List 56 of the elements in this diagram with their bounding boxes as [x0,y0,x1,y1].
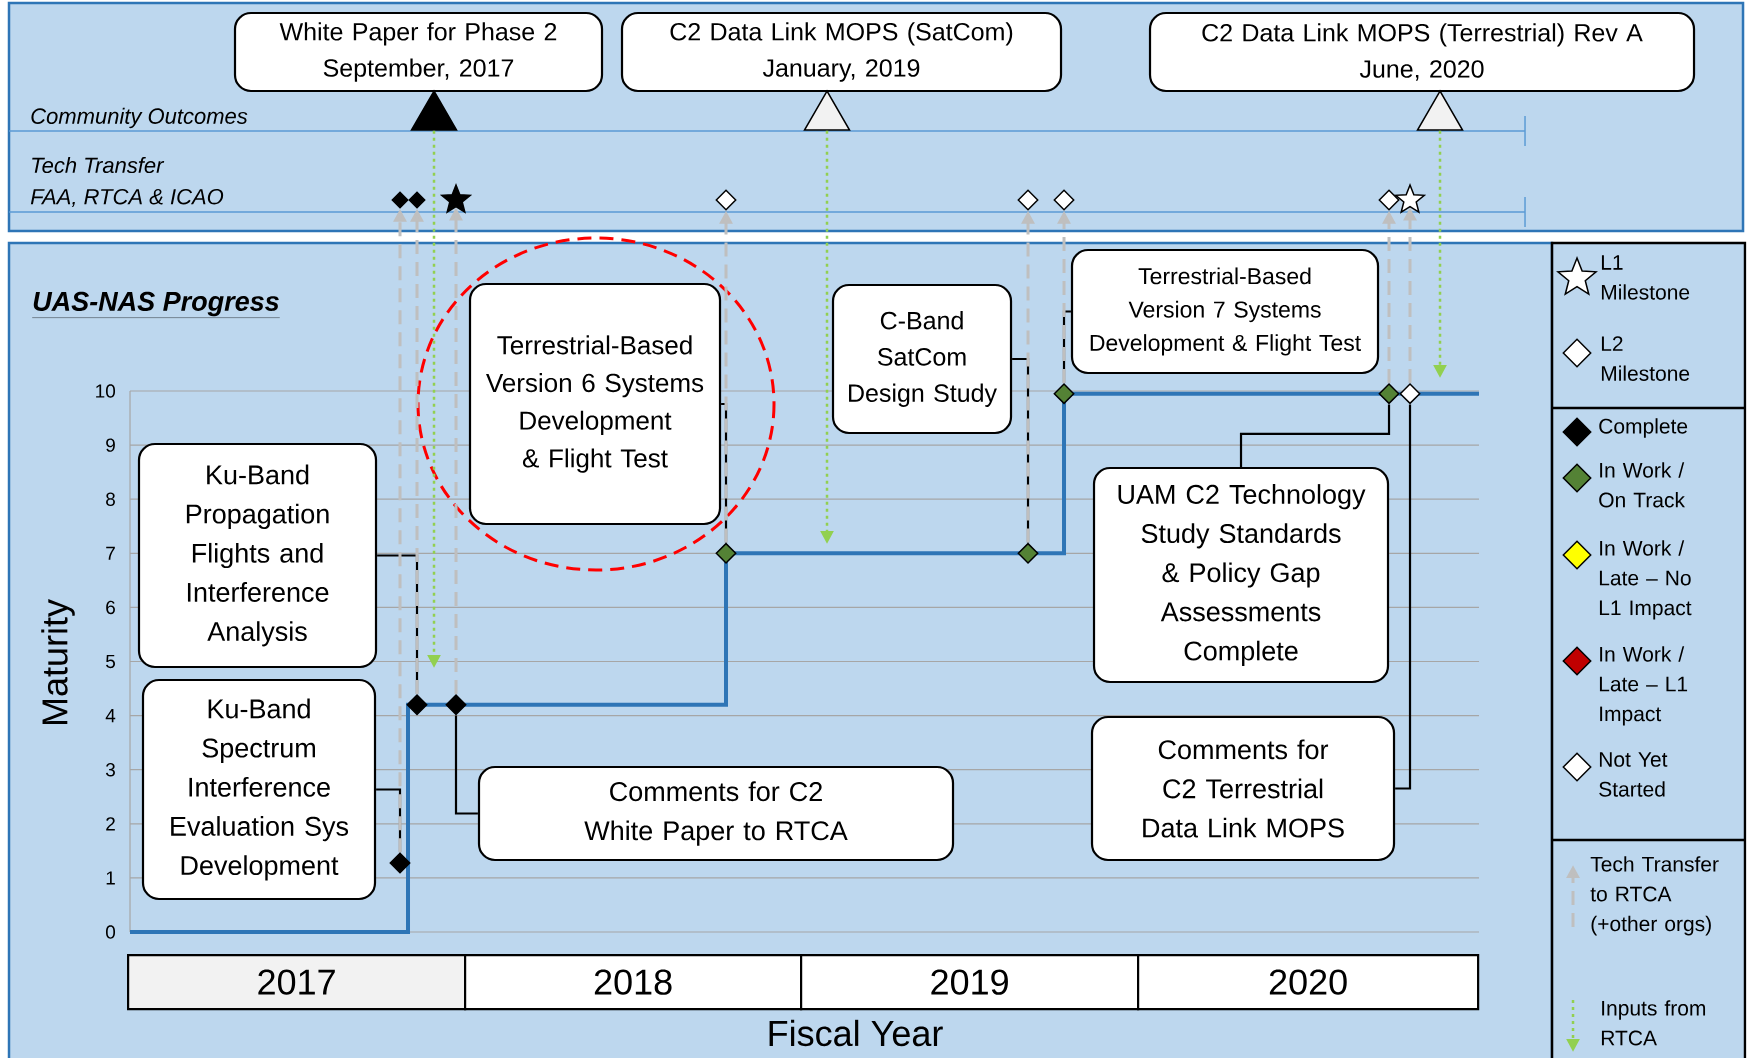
activity-box: Ku-Band Propagation Flights and Interference Analysis [137,442,378,669]
legend-text: Tech Transfer to RTCA (+other orgs) [1590,856,1719,936]
milestone-box: C2 Data Link MOPS (SatCom) January, 2019 [620,11,1063,93]
leader-line [1395,404,1412,790]
status-diamond [1399,382,1421,405]
year-cell: 2017 [127,954,467,1011]
tick-label: 1 [106,871,115,885]
status-diamond [406,694,428,716]
activity-box: Terrestrial-Based Version 6 Systems Development & Flight Test [468,282,722,526]
legend-text: Complete [1599,418,1688,438]
milestone-box: C2 Data Link MOPS (Terrestrial) Rev A June, 2020 [1148,11,1696,93]
tick-label: 10 [96,384,116,398]
tick-label: 0 [105,925,116,939]
milestone-box: White Paper for Phase 2 September, 2017 [233,11,604,93]
legend-text: L2 Milestone [1601,336,1690,381]
chart-title: UAS-NAS Progress [32,291,280,318]
activity-box: Terrestrial-Based Version 7 Systems Development & Flight Test [1070,248,1380,375]
status-diamond [1053,382,1075,405]
tick-label: 3 [105,763,115,777]
tick-label: 5 [106,654,115,669]
axis-title: Fiscal Year [769,1019,943,1047]
status-diamond [445,694,467,716]
tick-label: 6 [106,600,115,615]
leader-line [1239,404,1391,467]
status-diamond [391,191,409,209]
legend-text: L1 Milestone [1601,255,1690,300]
legend-text: In Work / On Track [1599,462,1685,508]
legend-text: Not Yet Started [1599,752,1668,797]
activity-box: Comments for C2 Terrestrial Data Link MOPS [1090,715,1396,862]
status-diamond [1378,382,1400,405]
axis-title: Maturity [41,599,75,725]
status-diamond [1378,189,1400,211]
year-cell: 2018 [464,954,803,1011]
tick-label: 2 [106,817,115,831]
status-diamond [1053,189,1075,211]
status-diamond [1017,189,1039,211]
row-label: Community Outcomes [31,107,248,129]
activity-box: UAM C2 Technology Study Standards & Policy Gap Assessments Complete [1092,466,1390,684]
tick-label: 9 [106,438,115,452]
leader-line [454,715,478,815]
row-label: Tech Transfer [32,156,165,174]
status-diamond [715,189,737,211]
tick-label: 7 [106,546,115,560]
year-cell: 2019 [800,954,1140,1011]
activity-box: C-Band SatCom Design Study [831,283,1013,435]
year-cell: 2020 [1137,954,1480,1011]
row-label: FAA, RTCA & ICAO [30,188,224,208]
legend-text: In Work / Late – L1 Impact [1599,646,1688,726]
tick-label: 4 [105,709,116,723]
legend-text: Inputs from RTCA [1601,1000,1706,1046]
tick-label: 8 [106,492,115,506]
status-diamond [408,191,426,209]
legend-text: In Work / Late – No L1 Impact [1599,540,1692,620]
activity-box: Comments for C2 White Paper to RTCA [477,765,955,862]
status-diamond [389,852,411,874]
activity-box: Ku-Band Spectrum Interference Evaluation Sys Development [141,678,377,901]
